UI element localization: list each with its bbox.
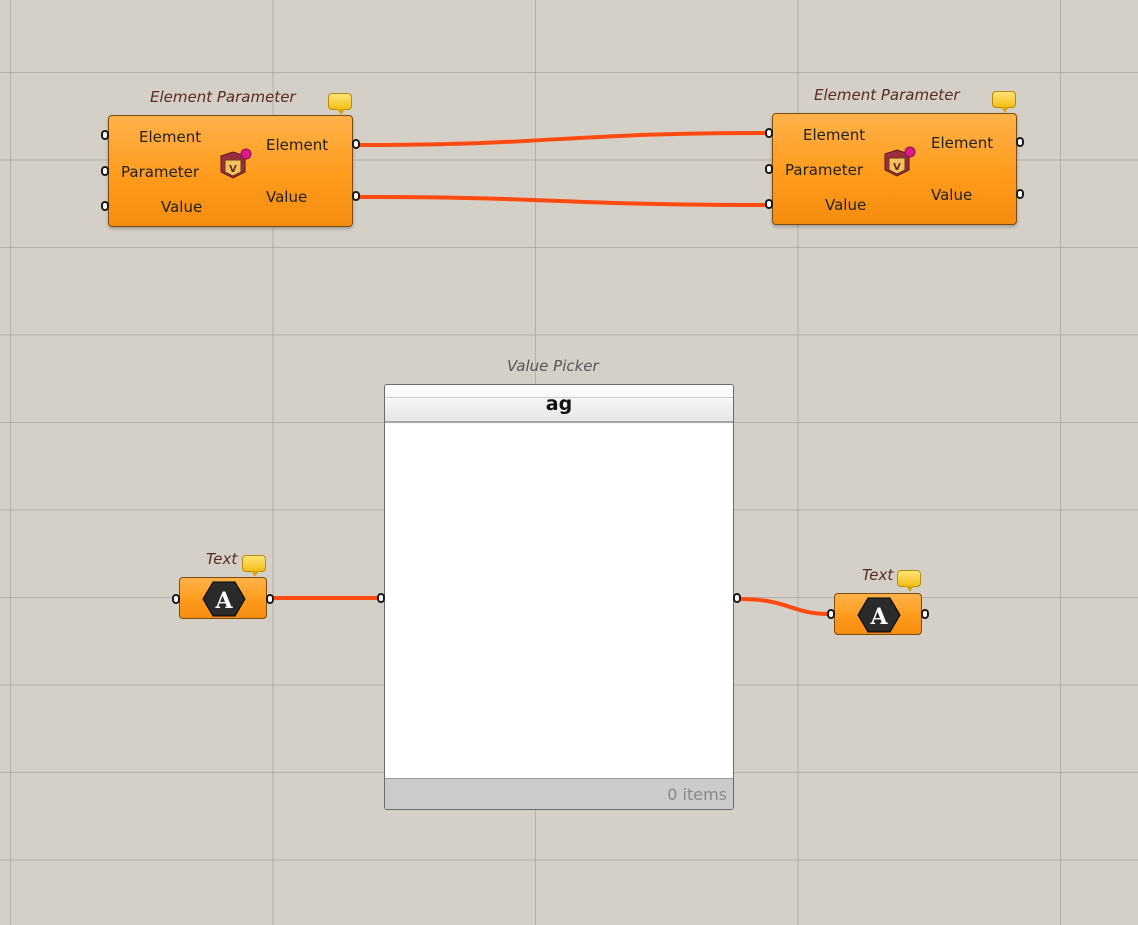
wire-value[interactable] — [357, 195, 769, 207]
component-title: Text — [206, 550, 238, 568]
comment-bubble-icon[interactable] — [328, 93, 352, 115]
text-input-grip[interactable] — [172, 594, 180, 604]
text-param-right[interactable]: A — [834, 593, 922, 635]
output-value-label: Value — [931, 186, 973, 204]
output-element-label: Element — [931, 134, 994, 152]
input-grip-parameter[interactable] — [101, 166, 109, 176]
revit-family-icon: V — [220, 148, 252, 179]
output-element-label: Element — [266, 136, 329, 154]
output-grip-element[interactable] — [352, 139, 360, 149]
text-input-grip[interactable] — [827, 609, 835, 619]
text-A-icon: A — [202, 581, 246, 617]
comment-bubble-icon[interactable] — [992, 91, 1016, 113]
input-parameter-label: Parameter — [121, 163, 200, 181]
value-picker-list[interactable] — [385, 423, 733, 777]
output-grip-element[interactable] — [1016, 137, 1024, 147]
input-value-label: Value — [825, 196, 867, 214]
picker-input-grip[interactable] — [377, 593, 385, 603]
input-grip-element[interactable] — [765, 128, 773, 138]
element-parameter-component-right[interactable]: Element Parameter Value Element Value V — [772, 113, 1017, 225]
input-parameter-label: Parameter — [785, 161, 864, 179]
picker-output-grip[interactable] — [733, 593, 741, 603]
svg-text:V: V — [893, 162, 901, 173]
svg-text:V: V — [229, 164, 237, 175]
text-param-left[interactable]: A — [179, 577, 267, 619]
text-output-grip[interactable] — [266, 594, 274, 604]
value-picker-component[interactable]: ag 0 items — [384, 384, 734, 810]
input-grip-element[interactable] — [101, 130, 109, 140]
component-title: Value Picker — [507, 357, 599, 375]
value-picker-header[interactable]: ag — [385, 385, 733, 423]
component-title: Element Parameter — [814, 86, 960, 104]
element-parameter-component-left[interactable]: Element Parameter Value Element Value V — [108, 115, 353, 227]
comment-bubble-icon[interactable] — [897, 570, 921, 592]
input-value-label: Value — [161, 198, 203, 216]
wire-picker-to-text[interactable] — [738, 597, 831, 616]
value-picker-item-count: 0 items — [385, 778, 733, 809]
comment-bubble-icon[interactable] — [242, 555, 266, 577]
text-A-icon: A — [857, 597, 901, 633]
output-grip-value[interactable] — [1016, 189, 1024, 199]
wire-element[interactable] — [357, 131, 769, 147]
input-element-label: Element — [803, 126, 866, 144]
output-grip-value[interactable] — [352, 191, 360, 201]
output-value-label: Value — [266, 188, 308, 206]
input-element-label: Element — [139, 128, 202, 146]
component-title: Element Parameter — [150, 88, 296, 106]
revit-family-icon: V — [884, 146, 916, 177]
input-grip-parameter[interactable] — [765, 164, 773, 174]
svg-text:A: A — [869, 604, 888, 630]
svg-text:A: A — [214, 588, 233, 614]
text-output-grip[interactable] — [921, 609, 929, 619]
input-grip-value[interactable] — [101, 201, 109, 211]
input-grip-value[interactable] — [765, 199, 773, 209]
component-title: Text — [862, 566, 894, 584]
